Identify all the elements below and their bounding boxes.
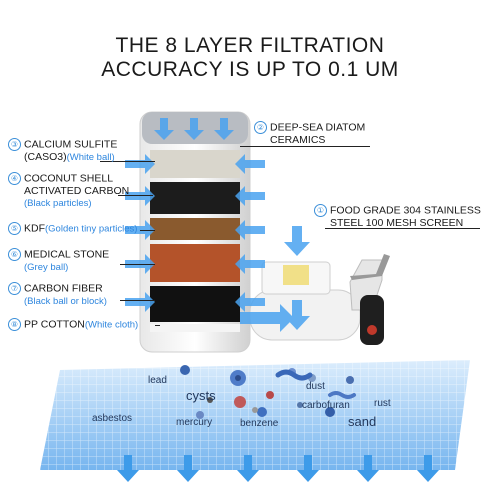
- down-arrow-icon: [284, 226, 310, 256]
- down-arrow-icon: [417, 455, 439, 482]
- leader-line: [155, 325, 160, 326]
- layer-number-badge: ②: [254, 121, 267, 134]
- outflow-arrows: [117, 455, 439, 482]
- leader-line: [118, 195, 153, 196]
- layer-number-badge: ①: [314, 204, 327, 217]
- layer-kdf: [150, 218, 240, 240]
- diagram-title-line-1: THE 8 LAYER FILTRATION: [115, 34, 385, 57]
- right-arrow-icon: [125, 292, 155, 312]
- layer-number-badge: ⑦: [8, 282, 21, 295]
- contaminant-particles: [180, 365, 356, 419]
- contaminant-label: benzene: [240, 418, 279, 429]
- faucet-body: [249, 254, 390, 345]
- layer-number-badge: ⑧: [8, 318, 21, 331]
- layer-pp-cotton: [150, 324, 240, 332]
- layer-carbon-fiber: [150, 286, 240, 322]
- diagram-title-line-2: ACCURACY IS UP TO 0.1 UM: [101, 58, 399, 81]
- contaminant-label: mercury: [176, 417, 213, 428]
- layer-calcium-sulfite: [150, 150, 240, 178]
- layer-medical-stone: [150, 244, 240, 282]
- down-arrow-icon: [184, 118, 204, 140]
- water-mesh: [40, 360, 470, 470]
- contaminant-label: lead: [148, 375, 167, 386]
- contaminant-label: sand: [348, 414, 377, 429]
- contaminant-label: carbofuran: [302, 400, 350, 411]
- down-arrow-icon: [154, 118, 174, 140]
- contaminant-label: dust: [306, 381, 325, 392]
- left-arrow-icon: [235, 254, 265, 274]
- layer-coconut-carbon: [150, 182, 240, 214]
- down-arrow-icon: [357, 455, 379, 482]
- left-arrow-icon: [235, 154, 265, 174]
- down-arrow-icon: [117, 455, 139, 482]
- contaminant-label: rust: [374, 398, 391, 409]
- leader-line: [120, 300, 155, 301]
- down-arrow-icon: [284, 300, 310, 330]
- right-arrow-icon: [240, 304, 294, 332]
- layer-number-badge: ⑥: [8, 248, 21, 261]
- leader-line: [100, 161, 155, 162]
- filter-canister: [139, 111, 251, 353]
- leader-line: [325, 228, 480, 229]
- leader-line: [120, 264, 155, 265]
- inflow-arrows: [125, 118, 310, 332]
- left-arrow-icon: [235, 292, 265, 312]
- down-arrow-icon: [237, 455, 259, 482]
- contaminant-label: cysts: [186, 388, 216, 403]
- right-arrow-icon: [125, 154, 155, 174]
- right-arrow-icon: [125, 186, 155, 206]
- layer-number-badge: ③: [8, 138, 21, 151]
- contaminant-label: asbestos: [92, 413, 133, 424]
- left-arrow-icon: [235, 186, 265, 206]
- layer-number-badge: ④: [8, 172, 21, 185]
- down-arrow-icon: [297, 455, 319, 482]
- left-arrow-icon: [235, 220, 265, 240]
- down-arrow-icon: [214, 118, 234, 140]
- down-arrow-icon: [177, 455, 199, 482]
- leader-line: [240, 146, 370, 147]
- leader-line: [140, 230, 155, 231]
- layer-number-badge: ⑤: [8, 222, 21, 235]
